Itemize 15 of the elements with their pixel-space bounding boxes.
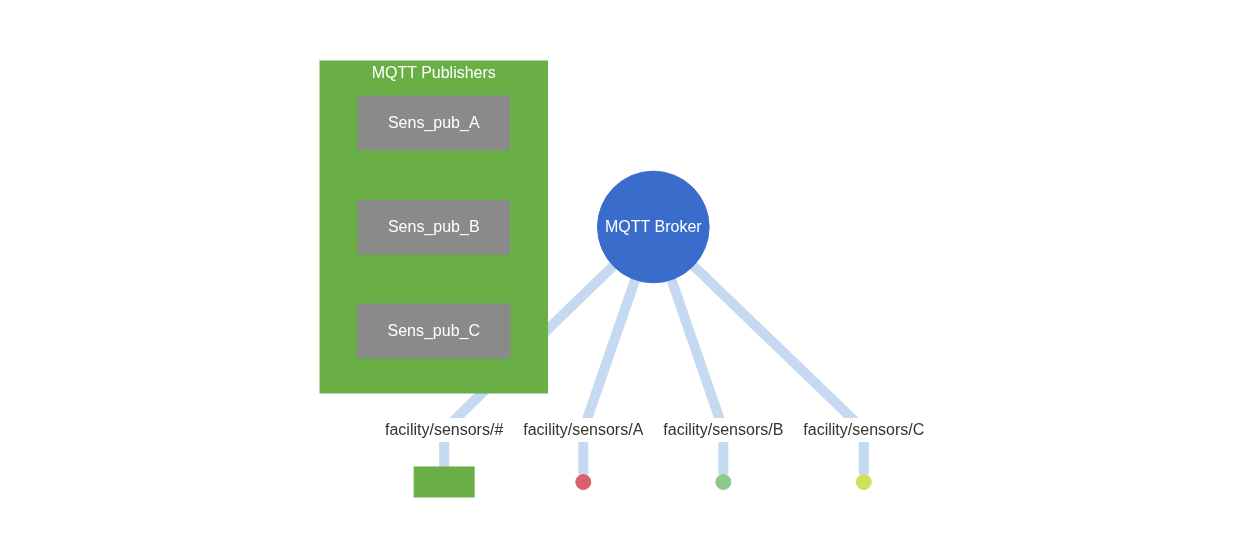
node-circle: MQTT Broker	[597, 170, 710, 284]
node-circle	[715, 474, 732, 490]
node-box	[414, 466, 475, 498]
node-box: Sens_pub_B	[357, 199, 511, 255]
node-box: Sens_pub_C	[357, 303, 511, 359]
edge-label: facility/sensors/A	[523, 420, 644, 438]
node-circle	[856, 474, 873, 490]
edge-label: facility/sensors/B	[663, 420, 784, 438]
node-circle	[575, 474, 592, 490]
connector	[578, 278, 641, 475]
connector	[690, 262, 870, 475]
edge-label: facility/sensors/C	[803, 420, 925, 438]
edge-label: facility/sensors/#	[385, 420, 504, 438]
connector	[667, 278, 729, 475]
node-box: Sens_pub_A	[357, 95, 511, 151]
